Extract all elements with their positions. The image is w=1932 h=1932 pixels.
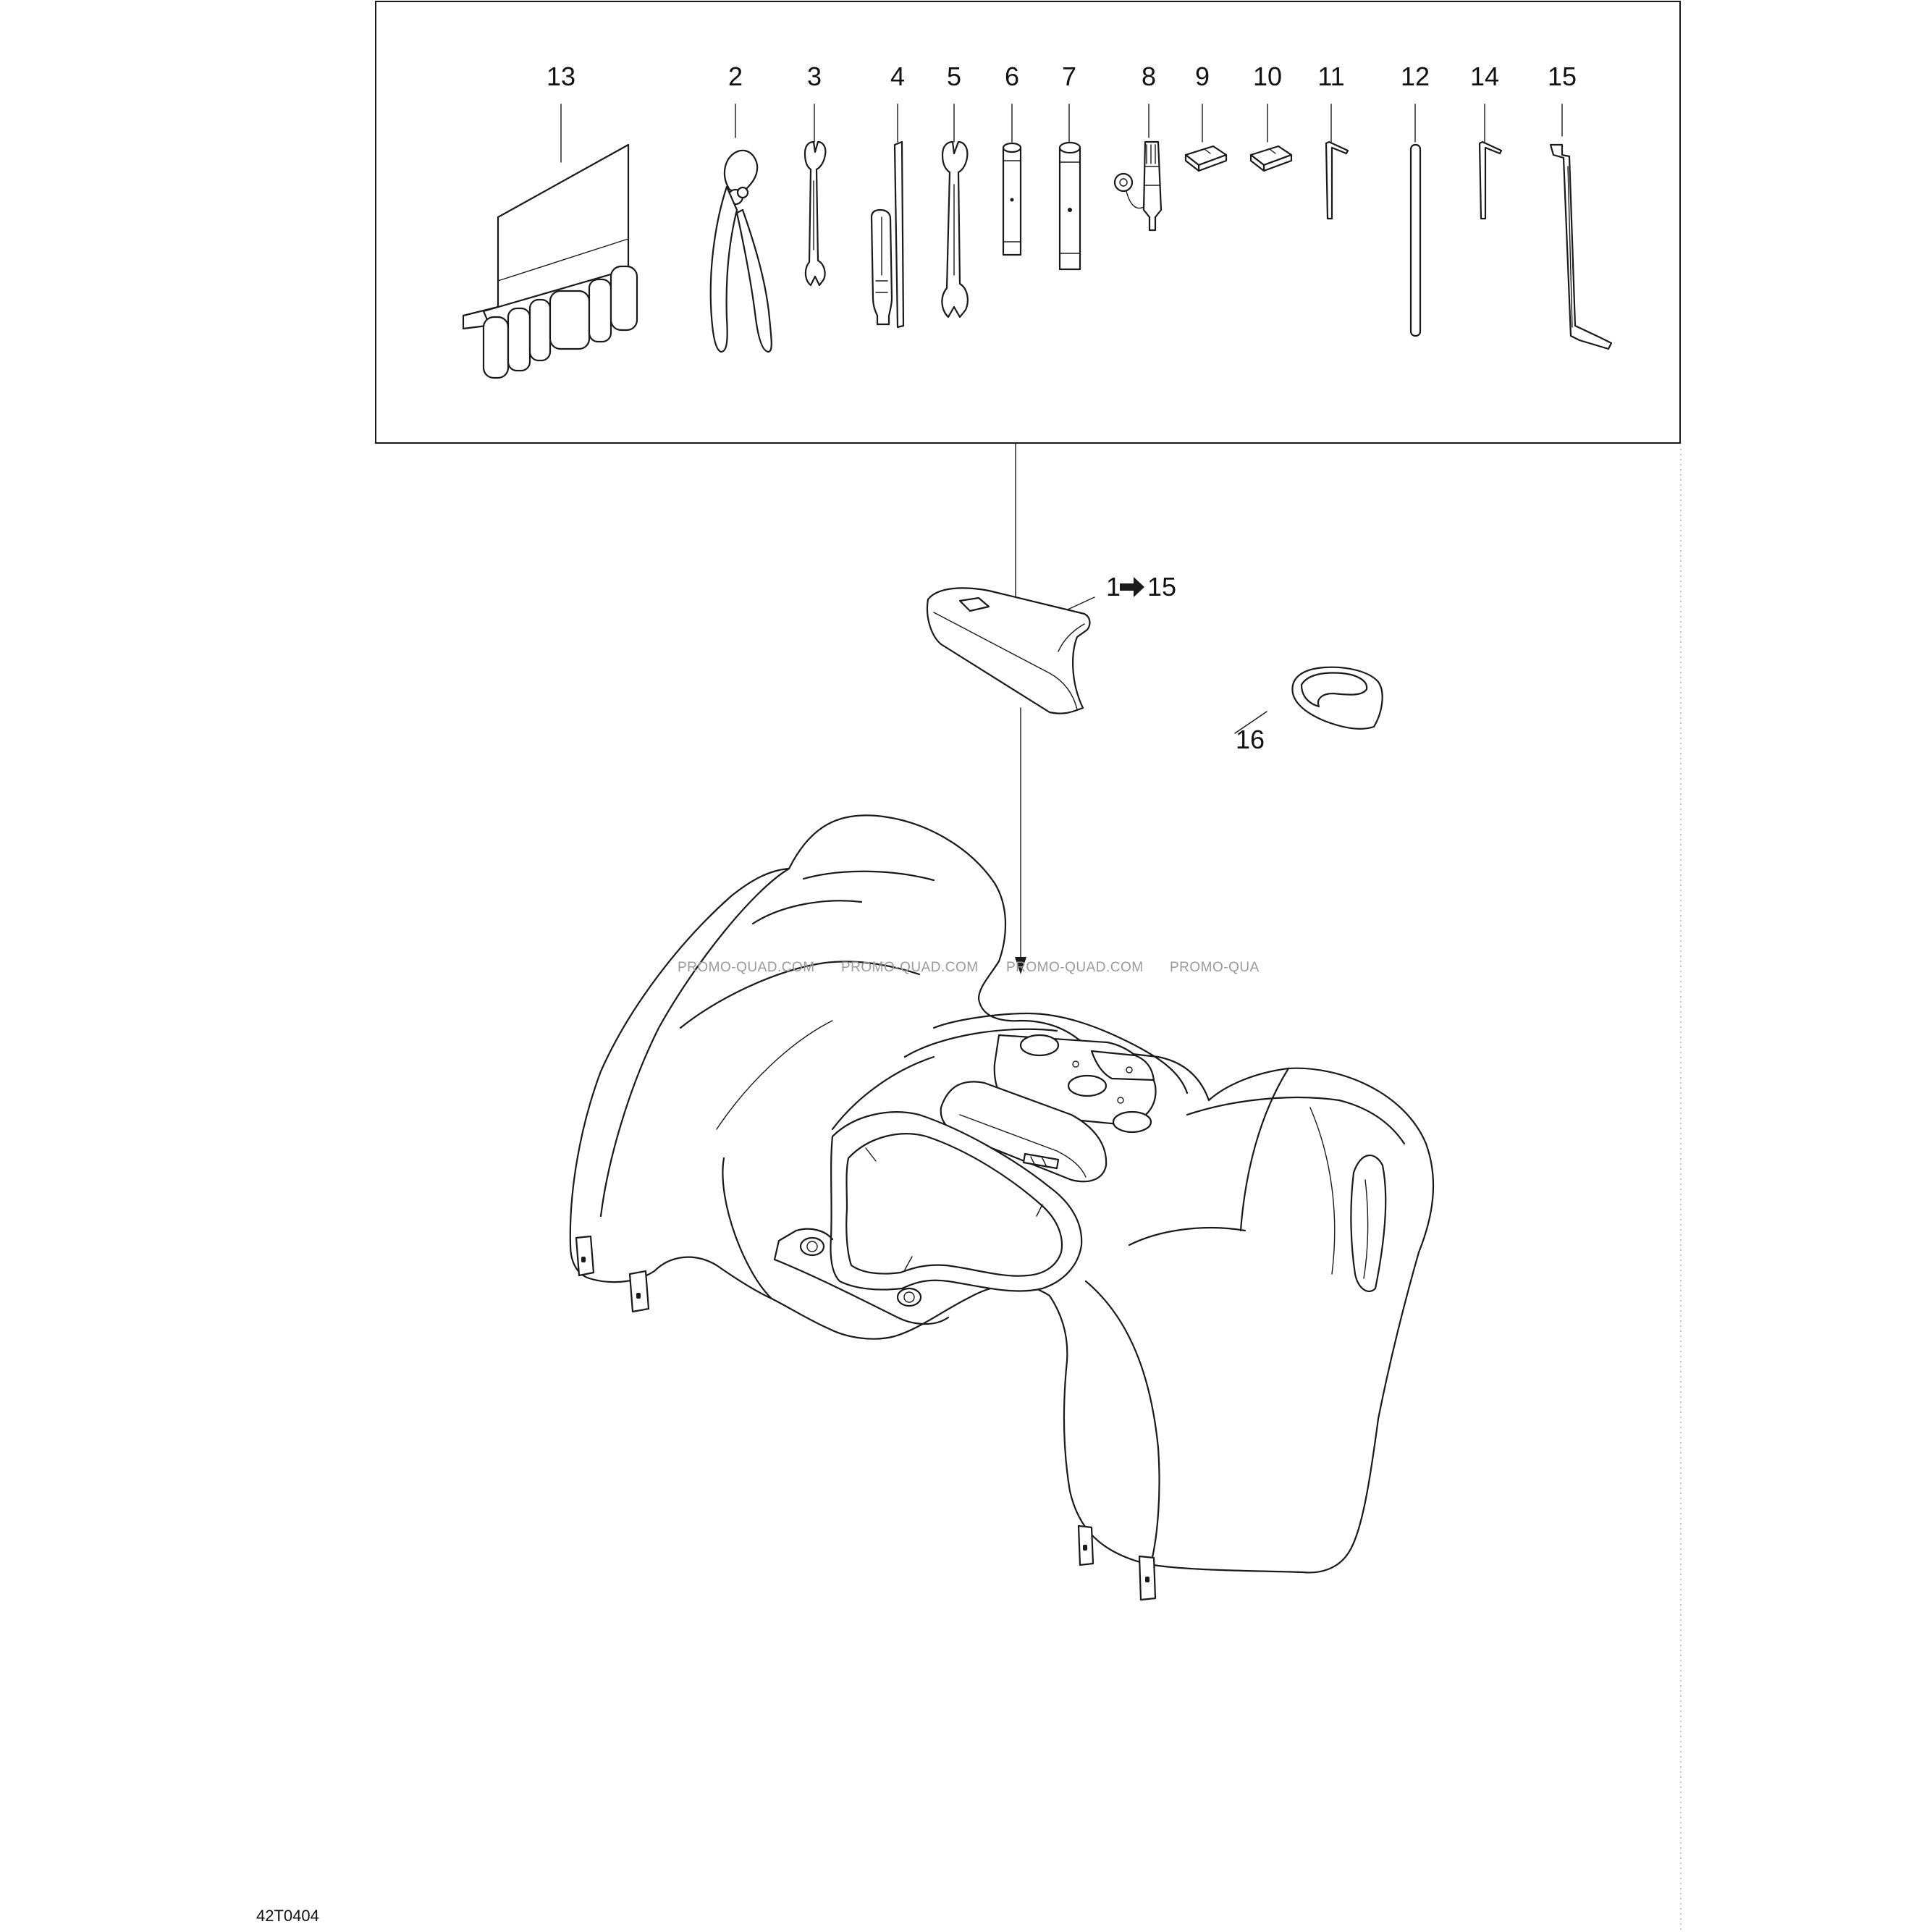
fuse-10	[1249, 145, 1293, 172]
kit-range-arrow-icon	[1120, 577, 1144, 597]
rod-12	[1409, 143, 1422, 337]
callout-labels: 13 2 3 4 5 6 7 8 9 10 11 12 14 15 1 15 1…	[547, 62, 1577, 754]
watermark: PROMO-QUA	[1170, 960, 1260, 975]
callout-8: 8	[1142, 62, 1156, 91]
callout-5: 5	[947, 62, 961, 91]
hex-key-11	[1325, 140, 1349, 220]
callout-16: 16	[1236, 725, 1265, 754]
figure-code: 42T0404	[256, 1907, 319, 1925]
callout-13: 13	[547, 62, 575, 91]
watermark: PROMO-QUAD.COM	[678, 960, 815, 975]
callout-3: 3	[807, 62, 822, 91]
watermark: PROMO-QUAD.COM	[841, 960, 979, 975]
hex-key-14	[1478, 140, 1503, 220]
kit-to-fender-arrowhead	[1015, 957, 1026, 974]
tool-kit-bag	[926, 587, 1091, 714]
tool-kit-detail-box	[375, 1, 1681, 444]
socket-tube-7	[1058, 141, 1081, 271]
callout-12: 12	[1401, 62, 1430, 91]
callout-11: 11	[1317, 62, 1344, 91]
rear-fender	[569, 814, 1435, 1601]
tool-pouch-13	[462, 143, 638, 379]
watermark: PROMO-QUAD.COM	[1006, 960, 1144, 975]
callout-10: 10	[1253, 62, 1282, 91]
callout-15: 15	[1548, 62, 1577, 91]
bent-bar-15	[1549, 143, 1613, 350]
pliers-2	[709, 149, 772, 353]
leader-lines	[560, 104, 1563, 734]
socket-tube-6	[1002, 142, 1022, 256]
callout-14: 14	[1470, 62, 1499, 91]
callout-kit-range-start: 1	[1106, 572, 1121, 602]
callout-2: 2	[728, 62, 743, 91]
callout-7: 7	[1062, 62, 1076, 91]
wrench-5	[941, 140, 969, 319]
screwdriver-4	[870, 140, 905, 329]
pressure-gauge-8	[1113, 140, 1163, 232]
callout-6: 6	[1005, 62, 1019, 91]
wrench-3	[803, 140, 827, 287]
fuse-9	[1184, 145, 1228, 172]
callout-9: 9	[1195, 62, 1210, 91]
callout-4: 4	[890, 62, 905, 91]
callout-kit-range-end: 15	[1147, 572, 1176, 602]
rubber-cap-16	[1291, 666, 1383, 730]
watermarks: PROMO-QUAD.COM PROMO-QUAD.COM PROMO-QUAD…	[678, 960, 1260, 975]
